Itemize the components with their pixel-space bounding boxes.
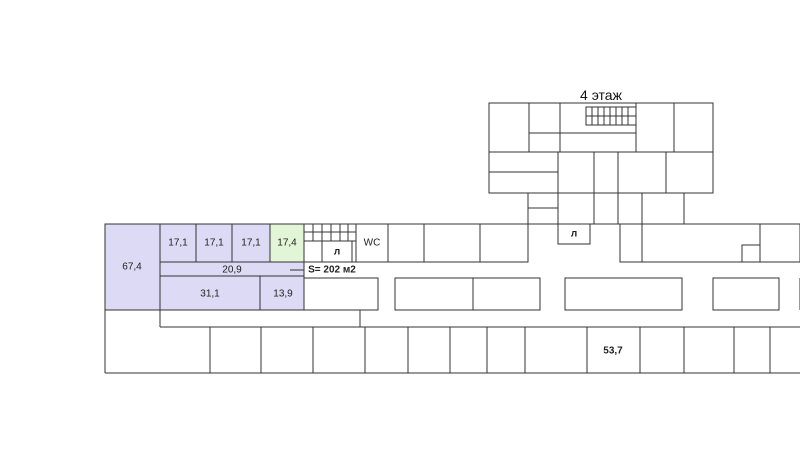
room-label-17-1-b: 17,1 xyxy=(204,238,224,249)
total-area-label: S= 202 м2 xyxy=(308,265,356,276)
room-label-53-7: 53,7 xyxy=(603,346,623,357)
floor-label: 4 этаж xyxy=(580,87,623,103)
elevator-marker-right: л xyxy=(571,229,577,240)
room-label-67-4: 67,4 xyxy=(122,262,142,273)
room-label-17-4: 17,4 xyxy=(277,238,297,249)
elevator-marker-left: л xyxy=(334,247,340,258)
labels: 4 этаж 67,4 17,1 17,1 17,1 17,4 20,9 31,… xyxy=(122,87,623,357)
north-wing-walls xyxy=(488,102,714,225)
room-label-17-1-a: 17,1 xyxy=(168,238,188,249)
room-label-13-9: 13,9 xyxy=(273,289,293,300)
room-label-20-9: 20,9 xyxy=(222,265,242,276)
wc-label: WC xyxy=(364,238,381,249)
room-label-17-1-c: 17,1 xyxy=(241,238,261,249)
room-17-1-a[interactable] xyxy=(159,223,197,263)
main-wing-walls xyxy=(104,223,800,374)
room-label-31-1: 31,1 xyxy=(200,289,220,300)
room-31-1[interactable] xyxy=(159,275,261,311)
room-67-4[interactable] xyxy=(104,223,162,311)
